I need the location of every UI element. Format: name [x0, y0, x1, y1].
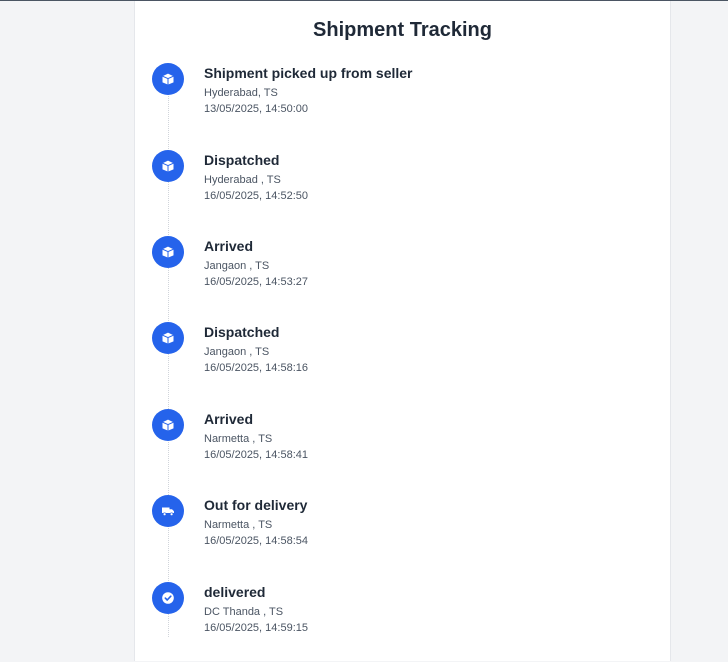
event-location: Jangaon , TS	[204, 346, 270, 358]
event-status: Arrived	[204, 238, 254, 254]
timeline-event: Dispatched Hyderabad , TS 16/05/2025, 14…	[134, 150, 671, 230]
event-timestamp: 16/05/2025, 14:58:41	[204, 449, 308, 461]
event-location: Hyderabad , TS	[204, 174, 281, 186]
event-status: Shipment picked up from seller	[204, 65, 413, 81]
box-icon	[152, 150, 184, 182]
truck-icon	[152, 495, 184, 527]
timeline-event: Out for delivery Narmetta , TS 16/05/202…	[134, 495, 671, 575]
page-title: Shipment Tracking	[313, 19, 492, 41]
timeline-event: Shipment picked up from seller Hyderabad…	[134, 63, 671, 143]
box-icon	[152, 409, 184, 441]
timeline-event: Dispatched Jangaon , TS 16/05/2025, 14:5…	[134, 322, 671, 402]
event-timestamp: 16/05/2025, 14:59:15	[204, 622, 308, 634]
event-status: delivered	[204, 584, 266, 600]
event-timestamp: 16/05/2025, 14:53:27	[204, 276, 308, 288]
event-location: Narmetta , TS	[204, 519, 273, 531]
box-icon	[152, 63, 184, 95]
event-timestamp: 16/05/2025, 14:52:50	[204, 190, 308, 202]
event-status: Out for delivery	[204, 497, 308, 513]
timeline-connector	[168, 80, 169, 637]
event-status: Dispatched	[204, 152, 280, 168]
event-status: Arrived	[204, 411, 254, 427]
event-timestamp: 13/05/2025, 14:50:00	[204, 103, 308, 115]
window-top-border	[0, 0, 728, 1]
event-location: Hyderabad, TS	[204, 87, 278, 99]
check-circle-icon	[152, 582, 184, 614]
timeline-event: Arrived Narmetta , TS 16/05/2025, 14:58:…	[134, 409, 671, 489]
box-icon	[152, 322, 184, 354]
timeline-event: delivered DC Thanda , TS 16/05/2025, 14:…	[134, 582, 671, 662]
event-status: Dispatched	[204, 324, 280, 340]
event-location: Jangaon , TS	[204, 260, 270, 272]
event-timestamp: 16/05/2025, 14:58:16	[204, 362, 308, 374]
event-location: Narmetta , TS	[204, 433, 273, 445]
event-location: DC Thanda , TS	[204, 606, 284, 618]
box-icon	[152, 236, 184, 268]
tracking-card: Shipment Tracking	[134, 1, 671, 661]
timeline-event: Arrived Jangaon , TS 16/05/2025, 14:53:2…	[134, 236, 671, 316]
event-timestamp: 16/05/2025, 14:58:54	[204, 535, 308, 547]
